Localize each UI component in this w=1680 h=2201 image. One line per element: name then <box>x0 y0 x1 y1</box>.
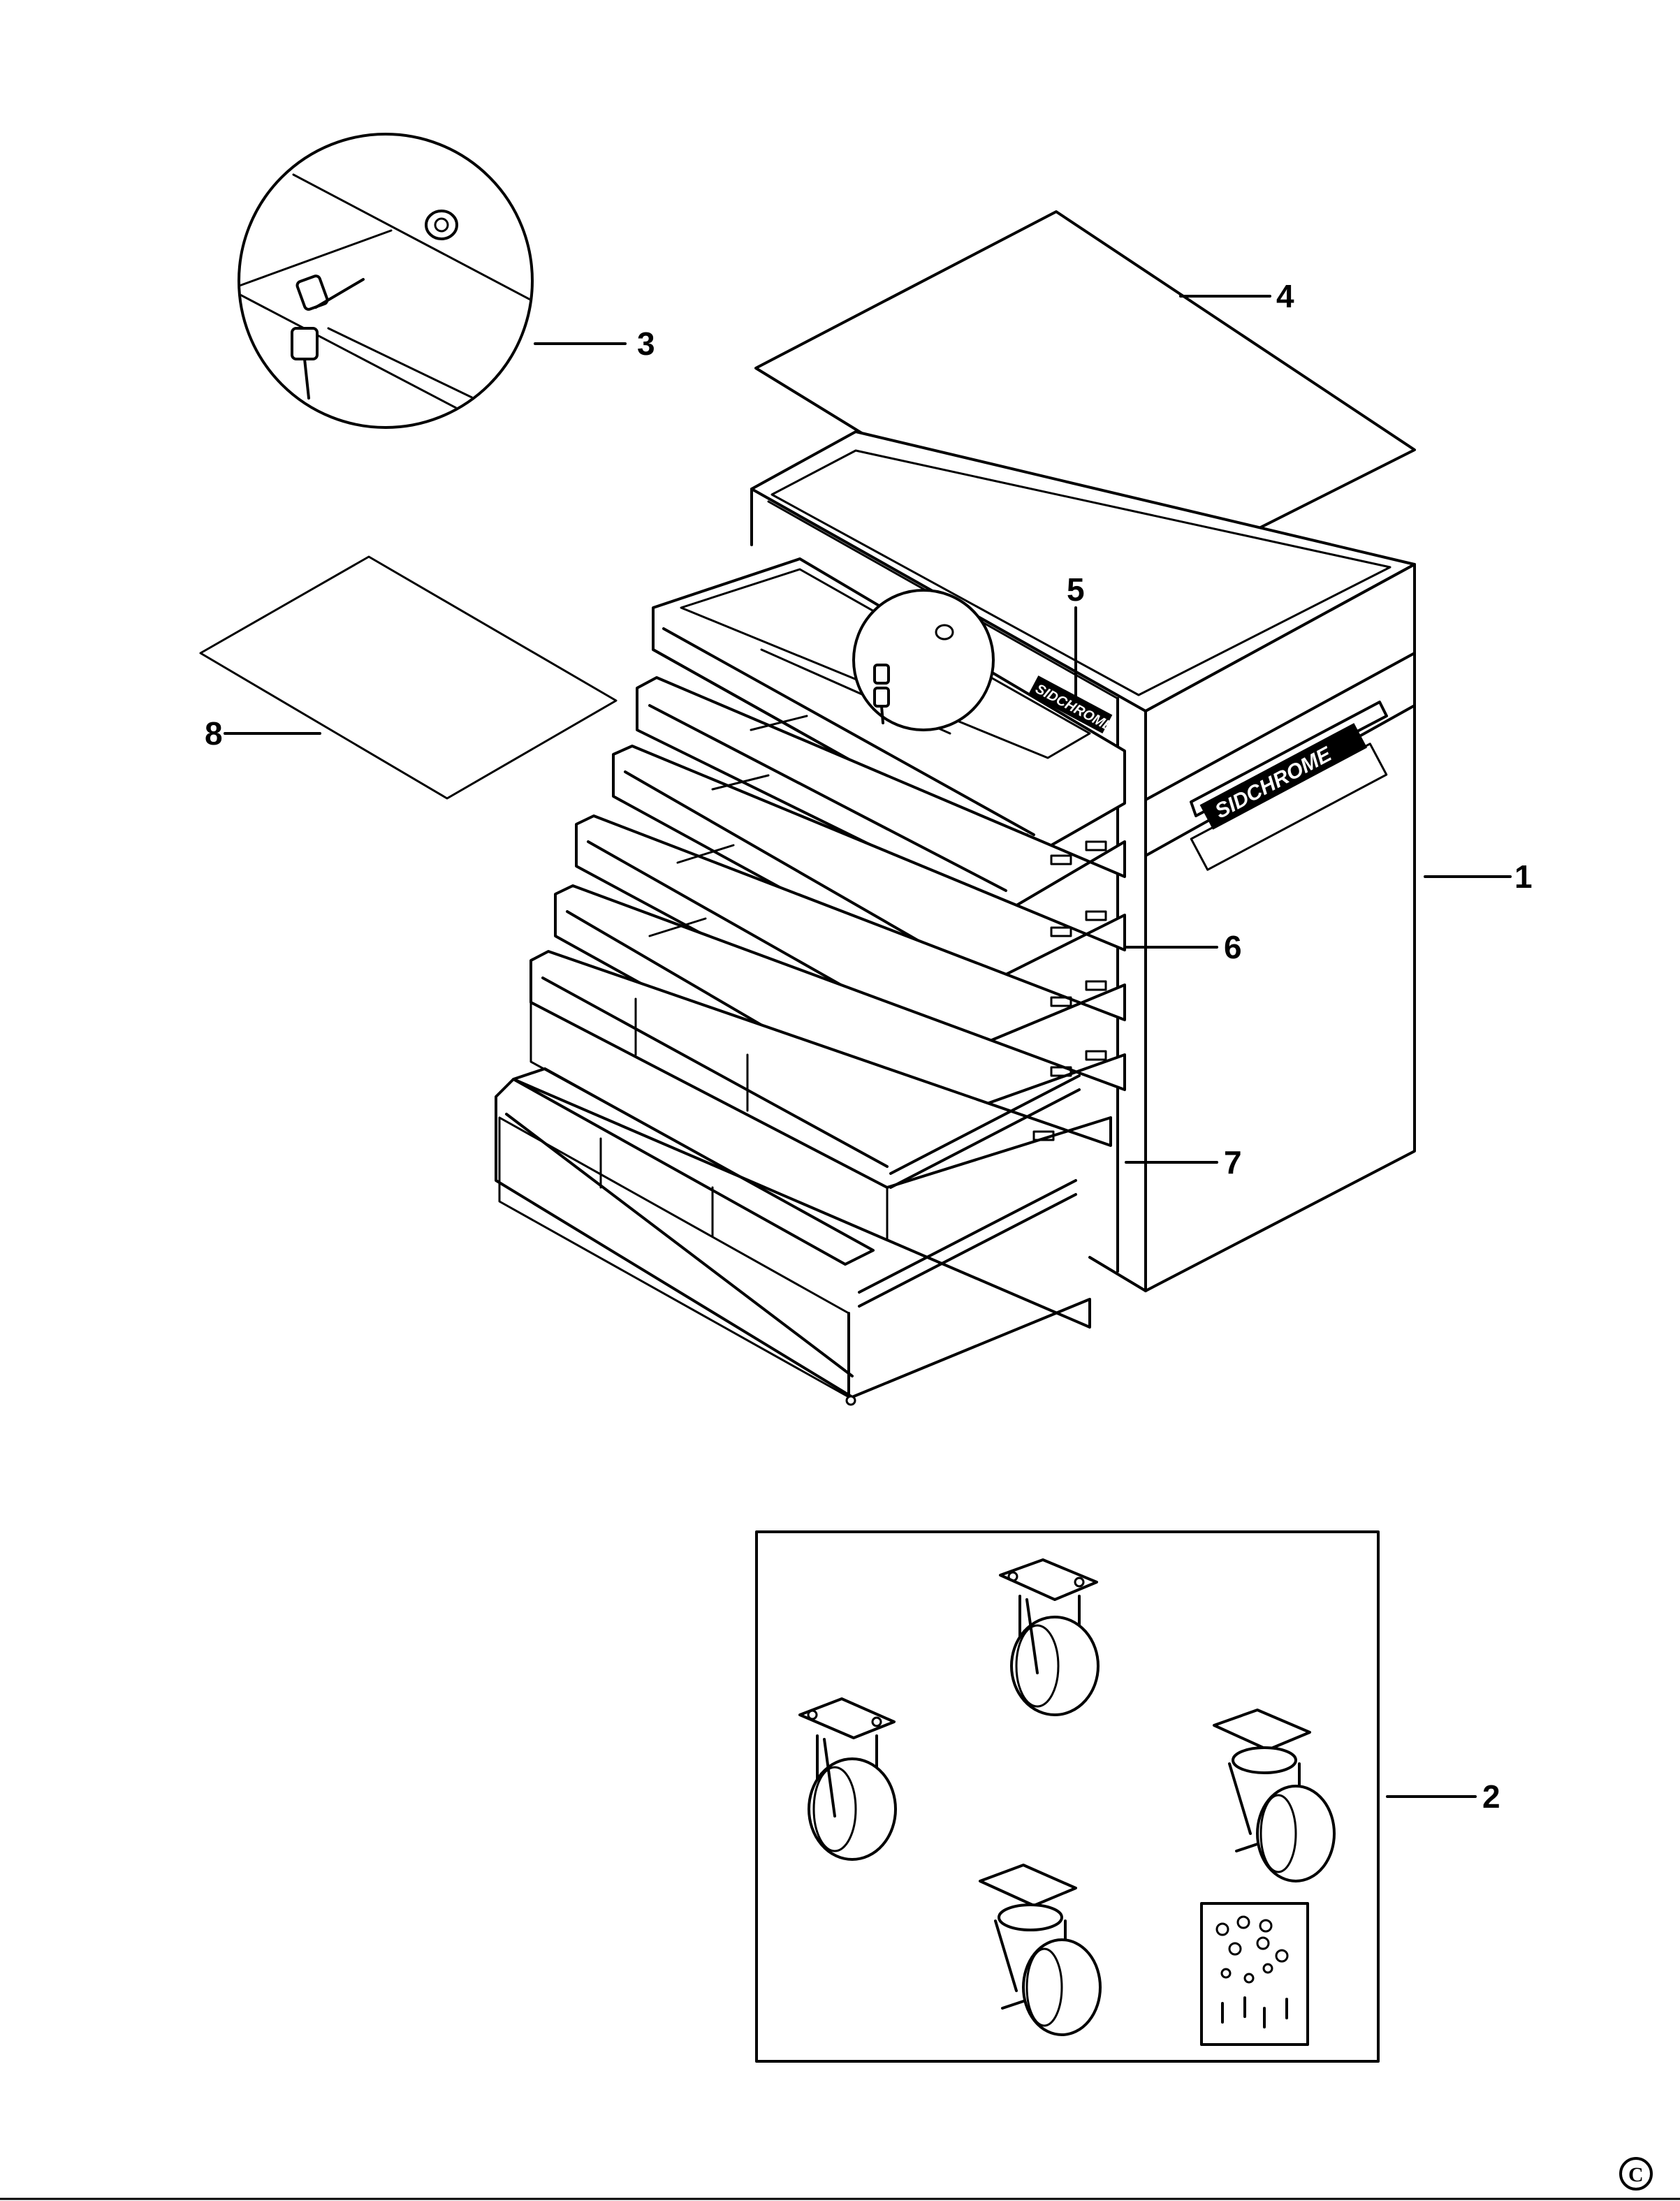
callout-2: 2 <box>1482 1778 1500 1815</box>
callout-6: 6 <box>1224 929 1242 965</box>
drawer-runner <box>858 1074 1081 1308</box>
rigid-castor-top <box>999 1558 1100 1716</box>
svg-text:C: C <box>1628 2163 1644 2186</box>
drawer-liner-mat <box>199 555 618 800</box>
callout-3: 3 <box>637 326 655 362</box>
castor-fixings <box>1200 1902 1309 2046</box>
callout-7: 7 <box>1224 1144 1242 1180</box>
cabinet-body: SIDCHROME <box>750 430 1416 1292</box>
key-icon <box>873 664 890 724</box>
lock-detail-inset <box>238 133 534 429</box>
callout-1: 1 <box>1514 858 1533 895</box>
key-icon <box>291 275 365 400</box>
swivel-castor-right <box>1213 1709 1336 1882</box>
top-drawer: SIDCHROME <box>652 557 1126 861</box>
callout-8: 8 <box>205 715 223 752</box>
rigid-castor-left <box>798 1697 897 1861</box>
copyright-mark: C <box>1619 2157 1653 2191</box>
drawer-2 <box>636 676 1126 913</box>
callout-4: 4 <box>1276 278 1294 314</box>
bottom-drawer <box>495 1067 1091 1406</box>
drawer-stack <box>529 676 1126 1259</box>
callout-5: 5 <box>1067 571 1085 608</box>
swivel-castor-bottom <box>979 1864 1102 2036</box>
drawer-3 <box>612 745 1126 993</box>
